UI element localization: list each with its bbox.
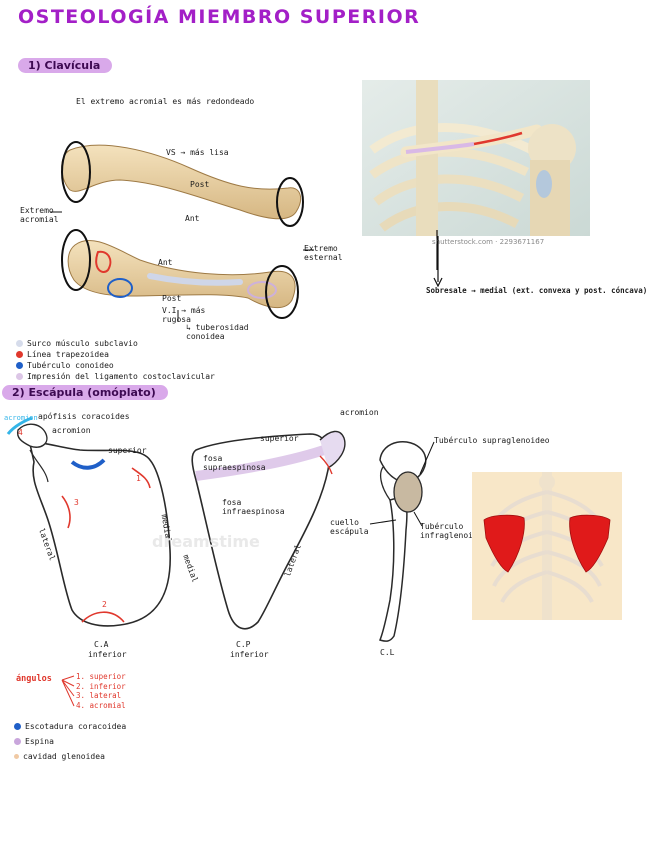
legend-dot-icon — [16, 351, 23, 358]
legend-item: Línea trapezoidea — [16, 349, 215, 360]
label-inferior-left: inferior — [88, 650, 127, 659]
label-cuello: cuello escápula — [330, 518, 369, 536]
legend-dot-icon — [14, 723, 21, 730]
legend-item: Espina — [14, 735, 126, 748]
legend-dot-icon — [14, 738, 21, 745]
angulo-item: 1. superior — [76, 672, 126, 681]
legend-text: Escotadura coracoidea — [25, 722, 127, 731]
legend-text: Tubérculo conoideo — [27, 361, 114, 370]
legend-text: Impresión del ligamento costoclavicular — [27, 372, 215, 381]
legend-dot-icon — [14, 754, 19, 759]
label-ca: C.A — [94, 640, 109, 649]
note-acromial: El extremo acromial es más redondeado — [76, 97, 255, 106]
scapula-lateral — [369, 441, 435, 642]
page-title: OSTEOLOGÍA MIEMBRO SUPERIOR — [18, 6, 421, 28]
scapula-legend: Escotadura coracoidea Espina cavidad gle… — [14, 720, 126, 763]
angulo-item: 3. lateral — [76, 691, 122, 700]
label-num3: 3 — [74, 498, 79, 507]
arrow-note: Sobresale → medial (ext. convexa y post.… — [426, 286, 646, 295]
legend-text: Surco músculo subclavio — [27, 339, 138, 348]
clavicle-illustration — [50, 141, 314, 322]
legend-dot-icon — [16, 340, 23, 347]
legend-dot-icon — [16, 362, 23, 369]
label-num1: 1 — [136, 474, 141, 483]
label-fosa-supra: fosa supraespinosa — [203, 454, 266, 472]
label-post-top: Post — [190, 180, 210, 189]
angulo-item: 4. acromial — [76, 700, 126, 710]
label-acromion-tag: acromion — [4, 414, 38, 422]
scapula-posterior — [191, 430, 346, 630]
label-ant-bottom: Ant — [158, 258, 173, 267]
clavicle-legend: Surco músculo subclavio Línea trapezoide… — [16, 338, 215, 382]
legend-item: Surco músculo subclavio — [16, 338, 215, 349]
back-photo — [472, 472, 622, 620]
photo-credit: shutterstock.com · 2293671167 — [432, 238, 545, 246]
legend-dot-icon — [16, 373, 23, 380]
label-acromion-left: acromion — [52, 426, 91, 435]
legend-text: Línea trapezoidea — [27, 350, 109, 359]
legend-item: Impresión del ligamento costoclavicular — [16, 371, 215, 382]
label-supraglenoideo: Tubérculo supraglenoideo — [434, 436, 550, 445]
label-post-bottom: Post — [162, 294, 182, 303]
angulos-list: 1. superior 2. inferior 3. lateral 4. ac… — [76, 672, 126, 710]
label-num4: 4 — [18, 428, 23, 437]
label-apofisis: apófisis coracoides — [38, 412, 130, 421]
label-cl: C.L — [380, 648, 395, 657]
label-superior-mid: superior — [260, 434, 299, 443]
label-vs: VS → más lisa — [166, 148, 229, 157]
section-heading-escapula: 2) Escápula (omóplato) — [2, 385, 168, 400]
legend-text: cavidad glenoidea — [23, 752, 105, 761]
legend-item: Escotadura coracoidea — [14, 720, 126, 733]
label-superior-left: superior — [108, 446, 147, 455]
label-infraglenoideo: Tubérculo infraglenoideo — [420, 522, 488, 540]
label-inferior-mid: inferior — [230, 650, 269, 659]
legend-item: cavidad glenoidea — [14, 750, 126, 763]
label-extremo-esternal: Extremo esternal — [304, 244, 343, 262]
label-fosa-infra: fosa infraespinosa — [222, 498, 285, 516]
label-num2: 2 — [102, 600, 107, 609]
angulo-item: 2. inferior — [76, 681, 126, 691]
label-ant-top: Ant — [185, 214, 200, 223]
scapula-anterior — [6, 416, 171, 627]
angulos-brace — [61, 675, 75, 707]
arrow-down — [433, 236, 443, 288]
label-extremo-acromial: Extremo acromial — [20, 206, 59, 224]
label-tuberosidad: ↳ tuberosidad conoidea — [186, 323, 249, 341]
legend-text: Espina — [25, 737, 54, 746]
label-cp: C.P — [236, 640, 251, 649]
label-acromion-mid: acromion — [340, 408, 379, 417]
section-heading-clavicula: 1) Clavícula — [18, 58, 113, 73]
legend-item: Tubérculo conoideo — [16, 360, 215, 371]
thorax-photo — [362, 80, 590, 270]
angulos-label: ángulos — [16, 674, 52, 684]
watermark: dreamstime — [152, 532, 260, 551]
label-vi: V.I → más rugosa — [162, 306, 206, 324]
